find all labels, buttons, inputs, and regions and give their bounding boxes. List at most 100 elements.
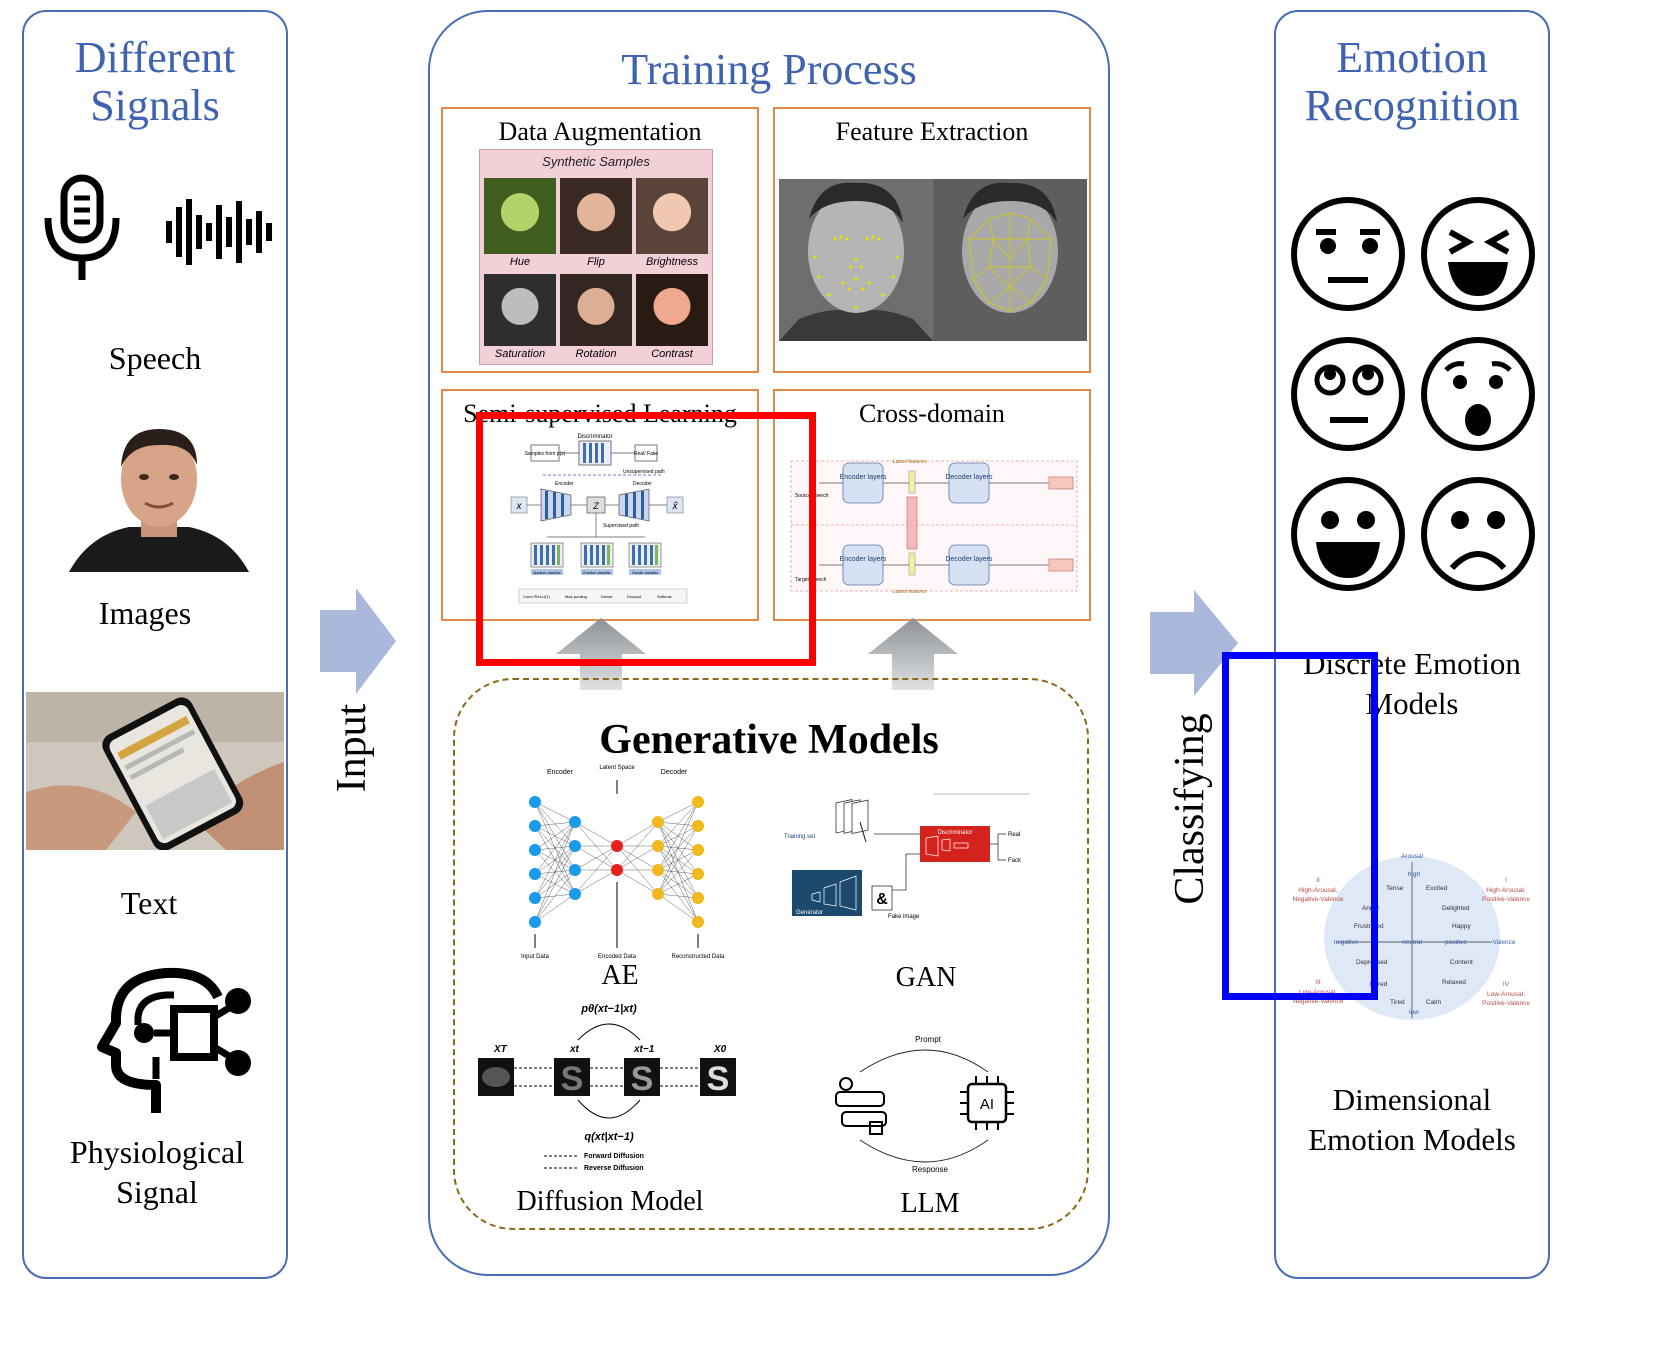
happy-face-icon xyxy=(1291,477,1405,591)
diffusion-q-label: q(xt|xt−1) xyxy=(584,1131,634,1143)
llm-response: Response xyxy=(912,1165,949,1174)
input-arrow xyxy=(320,588,396,694)
phone-typing-photo xyxy=(26,692,284,850)
circ-neutral: neutral xyxy=(1402,939,1422,946)
svg-text:Z: Z xyxy=(592,501,599,511)
circ-positive: positive xyxy=(1445,939,1467,946)
face-landmarks-image xyxy=(779,179,1087,341)
ssl-gender-classifier: Gender classifier xyxy=(632,571,659,575)
ssl-samples-label: Samples from p(z) xyxy=(525,451,566,457)
ae-encoded-data: Encoded Data xyxy=(598,954,637,960)
cross-domain-box: Cross-domain Source speech Target speech… xyxy=(773,389,1091,621)
circ-high: high xyxy=(1408,871,1421,878)
circ-q1-t2: Positive-Valence xyxy=(1482,896,1530,903)
circ-delighted: Delighted xyxy=(1442,905,1470,912)
circ-calm: Calm xyxy=(1426,999,1441,1006)
face-saturation xyxy=(484,274,556,346)
up-arrow-right xyxy=(868,618,958,690)
ssl-decoder-label: Decoder xyxy=(633,481,652,487)
circ-arousal: Arousal xyxy=(1401,853,1424,860)
left-panel: Different Signals Speech Images xyxy=(22,10,288,1279)
svg-text:S: S xyxy=(631,1060,654,1098)
cd-encoder-top: Encoder layers xyxy=(840,474,887,481)
ssl-legend-conv: Conv+ReLU(1) xyxy=(523,594,550,599)
face-brightness xyxy=(636,178,708,254)
svg-text:S: S xyxy=(707,1060,730,1098)
ssl-discriminator-label: Discriminator xyxy=(577,434,612,440)
aug-label-rotation: Rotation xyxy=(575,348,617,360)
ssl-unsupervised-label: Unsupervised path xyxy=(623,469,665,475)
svg-text:x̂: x̂ xyxy=(672,500,679,512)
ssl-legend-softmax: Softmax xyxy=(657,594,672,599)
face-hue xyxy=(484,178,556,254)
ae-input-data: Input Data xyxy=(521,954,549,960)
circ-frustrated: Frustrated xyxy=(1354,923,1384,930)
circ-q2: II xyxy=(1316,877,1320,884)
cd-decoder-bottom: Decoder layers xyxy=(945,556,993,563)
ae-decoder-label: Decoder xyxy=(661,769,688,776)
feature-extraction-title: Feature Extraction xyxy=(835,117,1029,146)
circumplex-model: Arousal high low Valence negative neutra… xyxy=(1293,853,1530,1020)
circ-q1-t1: High-Arousal, xyxy=(1486,887,1526,894)
aug-label-saturation: Saturation xyxy=(494,348,546,360)
ae-encoder-label: Encoder xyxy=(547,769,574,776)
blue-highlight-box xyxy=(1222,652,1378,1000)
ae-latent-label: Latent Space xyxy=(599,765,635,771)
circ-bored: Bored xyxy=(1370,981,1388,988)
ssl-legend-maxpool: Max-pooling xyxy=(565,594,587,599)
circ-q4-t1: Low-Arousal, xyxy=(1487,991,1525,998)
diffusion-reverse: Reverse Diffusion xyxy=(584,1165,644,1172)
circ-q4: IV xyxy=(1503,981,1510,988)
gan-generator: Generator xyxy=(796,910,823,916)
llm-prompt: Prompt xyxy=(915,1035,942,1044)
diffusion-state-xt: xt xyxy=(569,1044,580,1055)
circ-q3-t1: Low-Arousal, xyxy=(1299,989,1337,996)
gan-fake-image: Fake image xyxy=(888,914,920,920)
speech-label: Speech xyxy=(108,340,202,376)
ssl-speaker-classifier: Speaker classifier xyxy=(533,571,561,575)
synthetic-samples-title: Synthetic Samples xyxy=(542,154,650,169)
classifying-label: Classifying xyxy=(1167,713,1213,905)
neutral-face-icon xyxy=(1291,197,1405,311)
aug-label-hue: Hue xyxy=(509,256,531,268)
aug-label-flip: Flip xyxy=(587,256,605,268)
cross-domain-title: Cross-domain xyxy=(859,399,1005,428)
data-augmentation-title: Data Augmentation xyxy=(498,117,702,146)
llm-diagram: Prompt Response AI xyxy=(835,1035,1014,1174)
circ-excited: Excited xyxy=(1426,885,1448,892)
circ-q1: I xyxy=(1505,877,1507,884)
ssl-encoder-label: Encoder xyxy=(555,481,574,487)
surprised-face-icon xyxy=(1421,337,1535,451)
microphone-icon xyxy=(44,174,120,280)
physiological-signal-label: Physiological Signal xyxy=(69,1134,245,1210)
cross-domain-diagram: Source speech Target speech Encoder laye… xyxy=(790,459,1078,595)
red-highlight-box xyxy=(476,412,816,666)
circ-q4-t2: Positive-Valence xyxy=(1482,1000,1530,1007)
circ-q3: III xyxy=(1315,979,1321,986)
circ-relaxed: Relaxed xyxy=(1442,979,1466,986)
gan-label: GAN xyxy=(895,962,957,993)
data-augmentation-box: Data Augmentation Synthetic Samples Hue … xyxy=(441,107,759,373)
eye-roll-face-icon xyxy=(1291,337,1405,451)
up-arrow-left xyxy=(556,618,646,690)
circ-happy: Happy xyxy=(1452,923,1472,930)
semi-supervised-diagram: Discriminator Samples from p(z) Real/ Fa… xyxy=(510,434,688,604)
synthetic-samples-sheet: Synthetic Samples Hue Flip Brightness Sa… xyxy=(479,149,713,365)
circ-tense: Tense xyxy=(1386,885,1404,892)
training-title: Training Process xyxy=(621,45,917,94)
diffusion-state-xt-1: xt−1 xyxy=(633,1044,655,1055)
gan-discriminator: Discriminator xyxy=(937,830,972,836)
laughing-face-icon xyxy=(1421,197,1535,311)
sad-face-icon xyxy=(1421,477,1535,591)
cd-latent-top: Latent features xyxy=(893,459,927,465)
aug-label-brightness: Brightness xyxy=(646,256,698,268)
user-gear-icon xyxy=(835,1077,887,1135)
portrait-photo xyxy=(69,417,249,572)
llm-label: LLM xyxy=(900,1188,960,1219)
left-panel-title: Different Signals xyxy=(74,33,236,130)
semi-supervised-box: Semi-supervised Learning Discriminator S… xyxy=(441,389,759,621)
ssl-legend-dropout: Dropout xyxy=(627,594,642,599)
waveform-icon xyxy=(166,199,272,265)
circ-q2-t1: High-Arousal, xyxy=(1298,887,1338,894)
ai-chip-icon: AI xyxy=(960,1076,1014,1130)
